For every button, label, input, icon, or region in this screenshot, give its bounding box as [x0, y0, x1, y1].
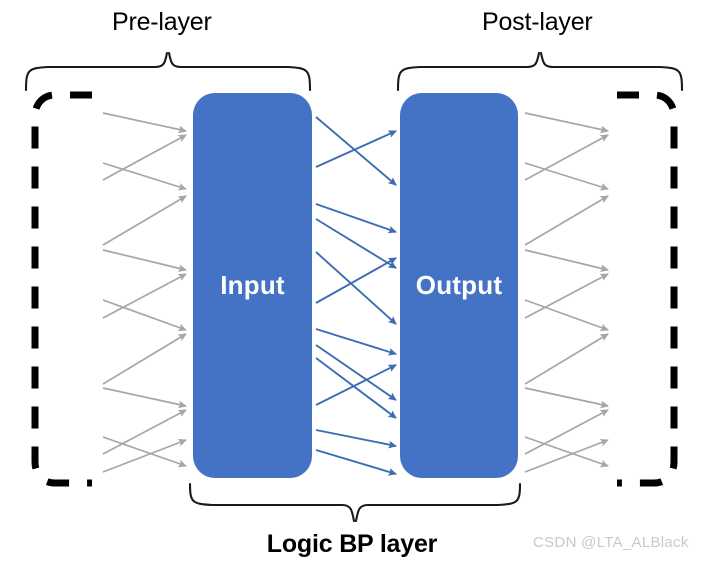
logic-bp-brace [188, 482, 522, 523]
post-layer-arrows [524, 112, 609, 473]
post-layer-brace [396, 51, 684, 92]
pre-layer-title: Pre-layer [112, 8, 212, 36]
pre-layer-bracket [31, 91, 92, 487]
output-block: Output [400, 93, 518, 478]
pre-layer-brace [24, 51, 312, 92]
input-block-label: Input [220, 270, 285, 300]
logic-bp-layer-title: Logic BP layer [266, 530, 438, 558]
pre-layer-arrows [102, 112, 187, 473]
logic-bp-arrows [315, 116, 397, 476]
output-block-label: Output [415, 270, 503, 300]
watermark-text: CSDN @LTA_ALBlack [533, 534, 689, 551]
post-layer-title: Post-layer [482, 8, 593, 36]
post-layer-bracket [617, 91, 678, 487]
input-block: Input [193, 93, 312, 478]
